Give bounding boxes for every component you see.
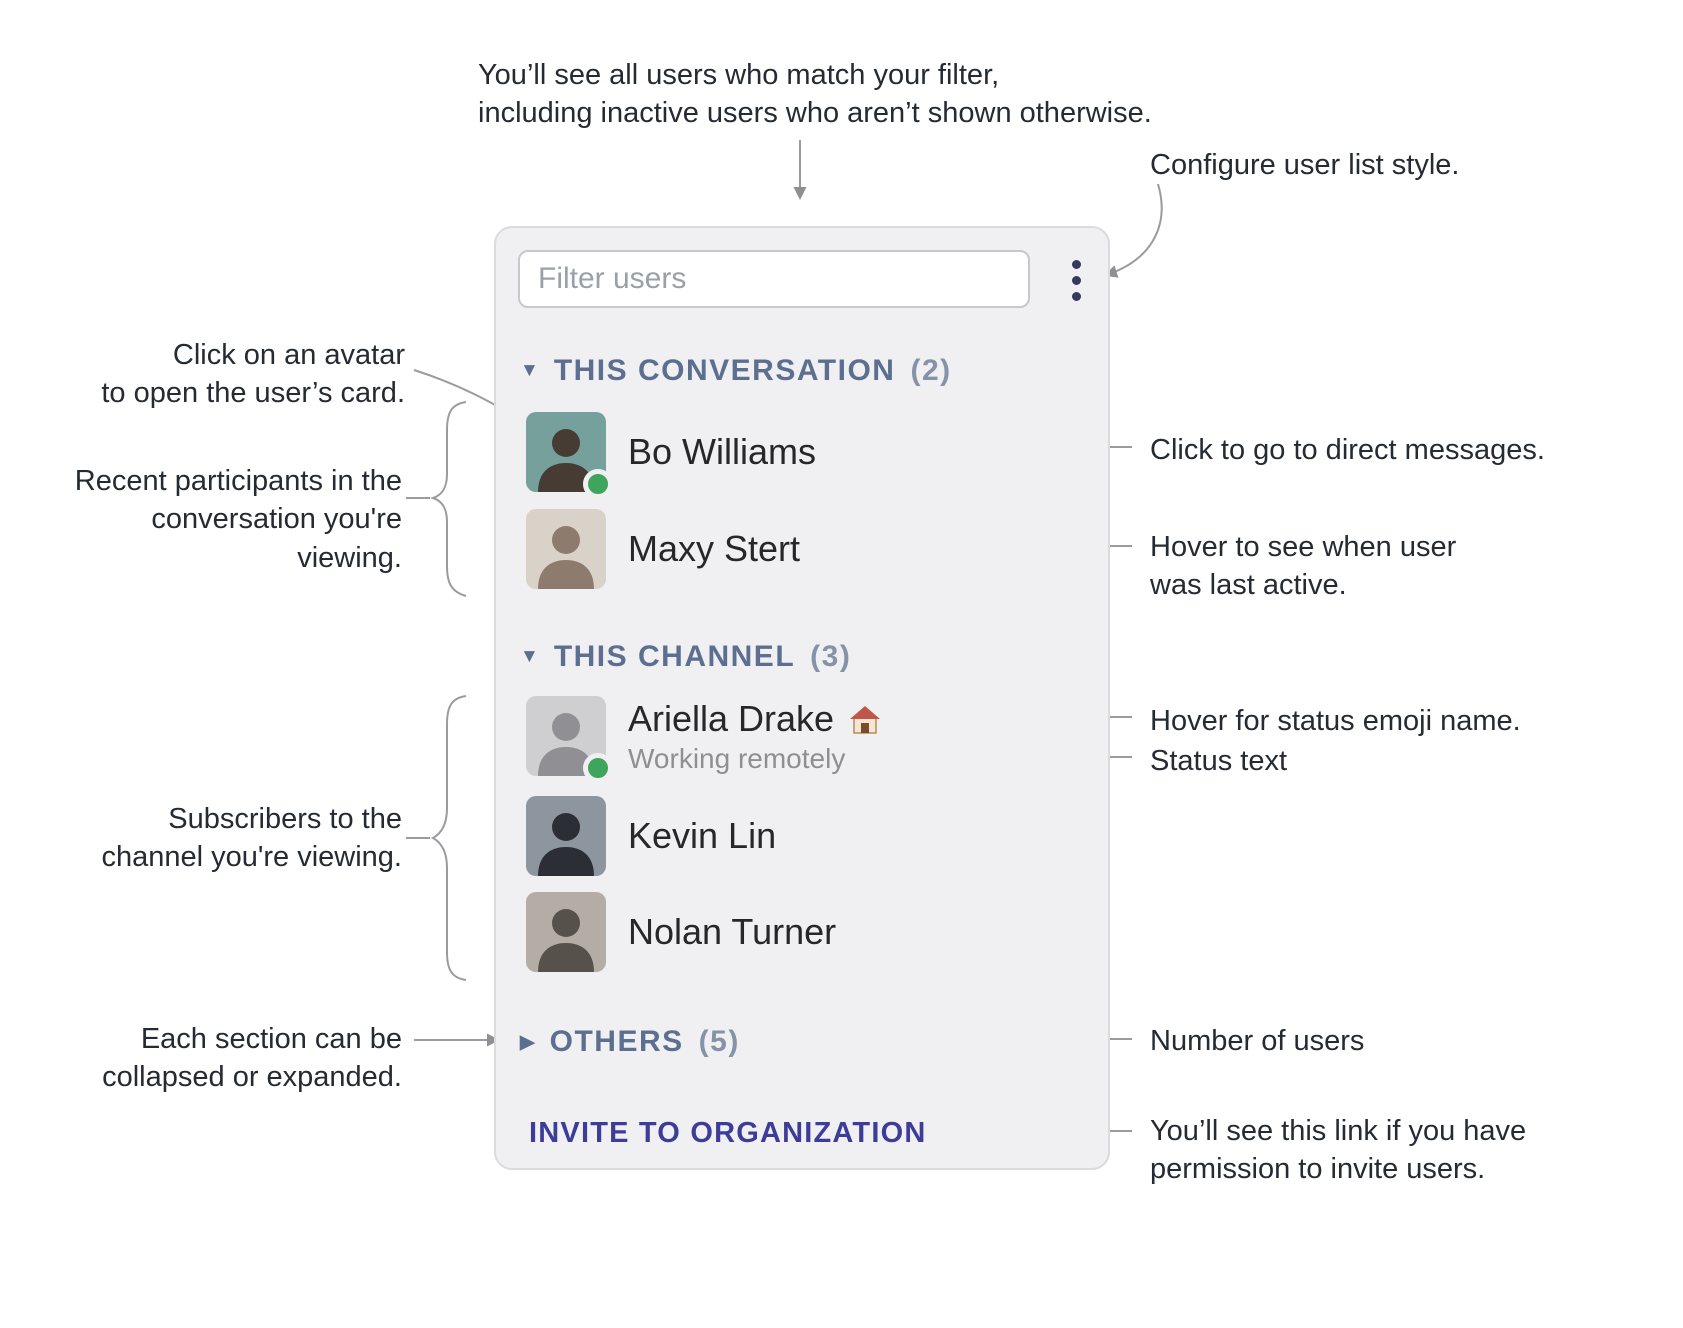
filter-users-input[interactable] <box>518 250 1030 308</box>
annotation-avatar-click: Click on an avatar to open the user’s ca… <box>101 339 405 410</box>
section-header-this-conversation[interactable]: ▼ THIS CONVERSATION (2) <box>520 354 952 388</box>
user-avatar[interactable] <box>526 796 606 876</box>
section-triangle-icon: ▶ <box>520 1031 535 1053</box>
user-name[interactable]: Ariella Drake <box>628 697 835 739</box>
user-row-ariella-drake[interactable]: Ariella Drake Working remotely <box>526 696 884 783</box>
user-name[interactable]: Maxy Stert <box>628 528 801 569</box>
user-row-maxy-stert[interactable]: Maxy Stert <box>526 509 800 589</box>
annotation-last-active: Hover to see when user was last active. <box>1150 531 1457 602</box>
user-row-nolan-turner[interactable]: Nolan Turner <box>526 892 836 972</box>
user-avatar[interactable] <box>526 892 606 972</box>
invite-to-organization-link[interactable]: INVITE TO ORGANIZATION <box>529 1117 927 1149</box>
section-triangle-icon: ▼ <box>520 360 539 381</box>
user-status-text: Working remotely <box>628 742 846 774</box>
annotation-user-count: Number of users <box>1150 1025 1365 1057</box>
user-name[interactable]: Kevin Lin <box>628 815 777 856</box>
user-name[interactable]: Bo Williams <box>628 431 817 472</box>
annotation-subscribers: Subscribers to the channel you're viewin… <box>101 803 402 874</box>
kebab-menu-icon <box>1071 259 1081 301</box>
annotation-configure-list-style: Configure user list style. <box>1150 149 1460 181</box>
brace-subscribers <box>430 695 467 981</box>
section-triangle-icon: ▼ <box>520 646 539 667</box>
annotation-collapse: Each section can be collapsed or expande… <box>102 1023 402 1094</box>
user-avatar[interactable] <box>526 509 606 589</box>
section-count: (3) <box>810 640 852 673</box>
section-label: THIS CONVERSATION <box>553 354 896 387</box>
section-label: OTHERS <box>549 1025 684 1058</box>
connector-configure-curve <box>1104 183 1163 278</box>
user-avatar[interactable] <box>526 412 613 499</box>
annotation-status-text: Status text <box>1150 745 1288 777</box>
user-avatar[interactable] <box>526 696 613 783</box>
user-name[interactable]: Nolan Turner <box>628 911 837 952</box>
annotation-recent-participants: Recent participants in the conversation … <box>74 465 402 574</box>
user-list-panel: ▼ THIS CONVERSATION (2) Bo Williams Maxy… <box>494 226 1110 1170</box>
section-header-others[interactable]: ▶ OTHERS (5) <box>520 1025 740 1059</box>
annotation-filter-note: You’ll see all users who match your filt… <box>478 59 1152 130</box>
section-count: (2) <box>910 354 952 387</box>
configure-user-list-button[interactable] <box>1056 254 1096 306</box>
house-status-emoji-icon[interactable] <box>846 701 884 737</box>
annotation-status-emoji: Hover for status emoji name. <box>1150 705 1521 737</box>
annotation-invite-permission: You’ll see this link if you have permiss… <box>1150 1115 1527 1186</box>
section-label: THIS CHANNEL <box>553 640 796 673</box>
user-row-kevin-lin[interactable]: Kevin Lin <box>526 796 776 876</box>
annotation-direct-messages: Click to go to direct messages. <box>1150 434 1545 466</box>
user-row-bo-williams[interactable]: Bo Williams <box>526 412 817 499</box>
section-header-this-channel[interactable]: ▼ THIS CHANNEL (3) <box>520 640 851 674</box>
online-status-dot <box>583 469 613 499</box>
section-count: (5) <box>698 1025 740 1058</box>
brace-recent-participants <box>429 401 467 597</box>
online-status-dot <box>583 753 613 783</box>
